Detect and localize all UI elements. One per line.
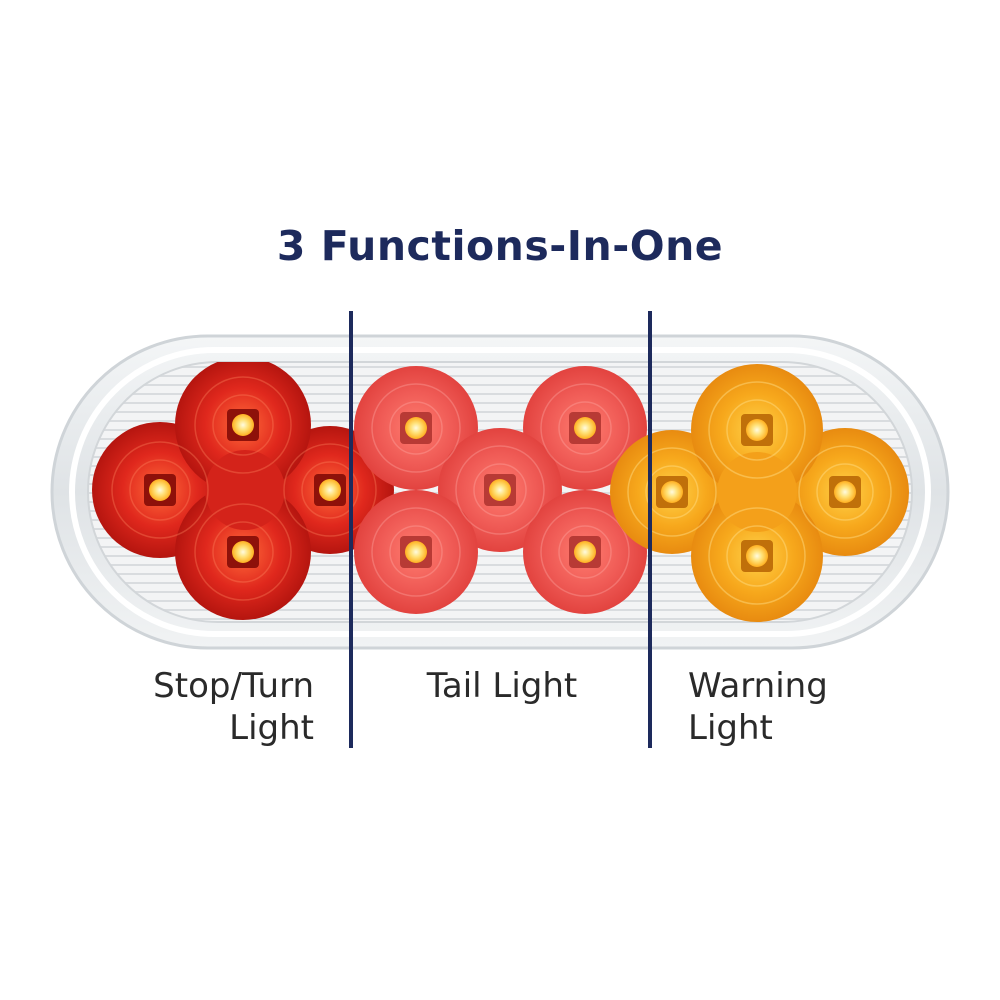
label-stop-turn-light: Stop/Turn Light (153, 665, 314, 749)
label-warning-line1: Warning (688, 666, 828, 706)
led-chips (144, 409, 861, 572)
label-warning-line2: Light (688, 708, 773, 748)
label-tail-line1: Tail Light (426, 666, 578, 706)
label-stop-turn-line2: Light (229, 708, 314, 748)
headline: 3 Functions-In-One (276, 222, 724, 270)
label-tail-light: Tail Light (354, 665, 650, 707)
label-stop-turn-line1: Stop/Turn (153, 666, 314, 706)
label-warning-light: Warning Light (688, 665, 828, 749)
